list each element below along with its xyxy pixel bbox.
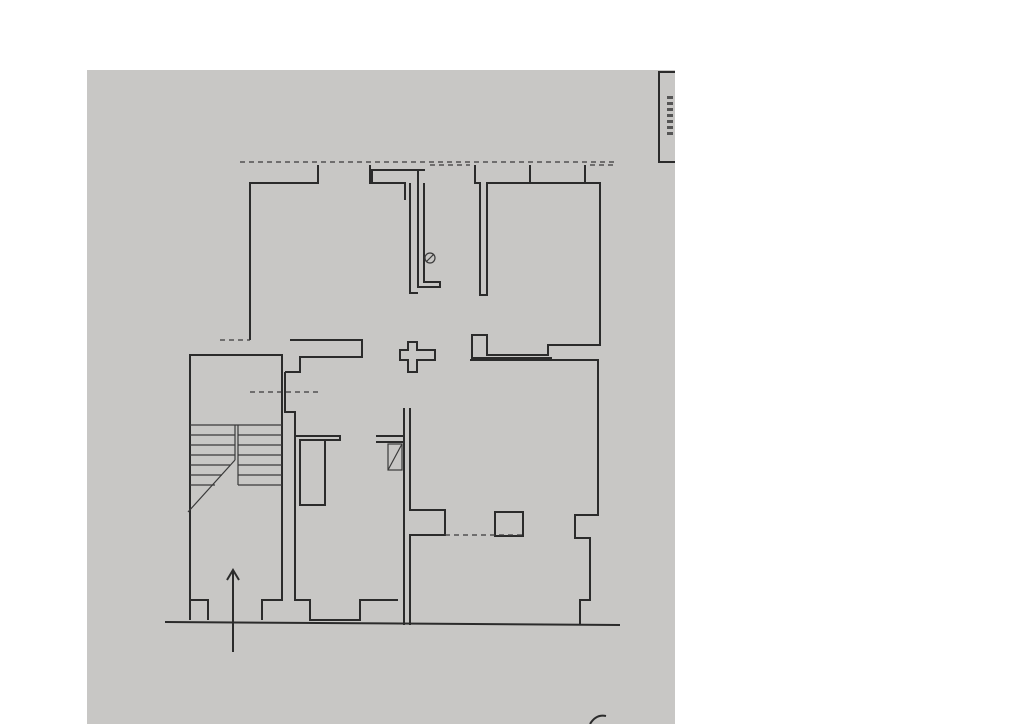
room-lower-right xyxy=(403,359,599,625)
drain-symbol xyxy=(424,252,436,264)
entrance-arrow-icon xyxy=(226,568,240,652)
central-pillar xyxy=(399,341,436,373)
room-bathroom xyxy=(250,372,405,621)
staircase xyxy=(187,354,283,620)
title-block-fragment xyxy=(658,71,675,163)
room-upper-left xyxy=(220,165,425,373)
scanned-paper-sheet xyxy=(87,70,675,724)
pillar-small xyxy=(494,511,524,537)
room-upper-right xyxy=(471,164,615,359)
corridor-walls xyxy=(409,164,531,296)
partial-mark xyxy=(589,714,607,724)
street-line xyxy=(164,621,621,626)
